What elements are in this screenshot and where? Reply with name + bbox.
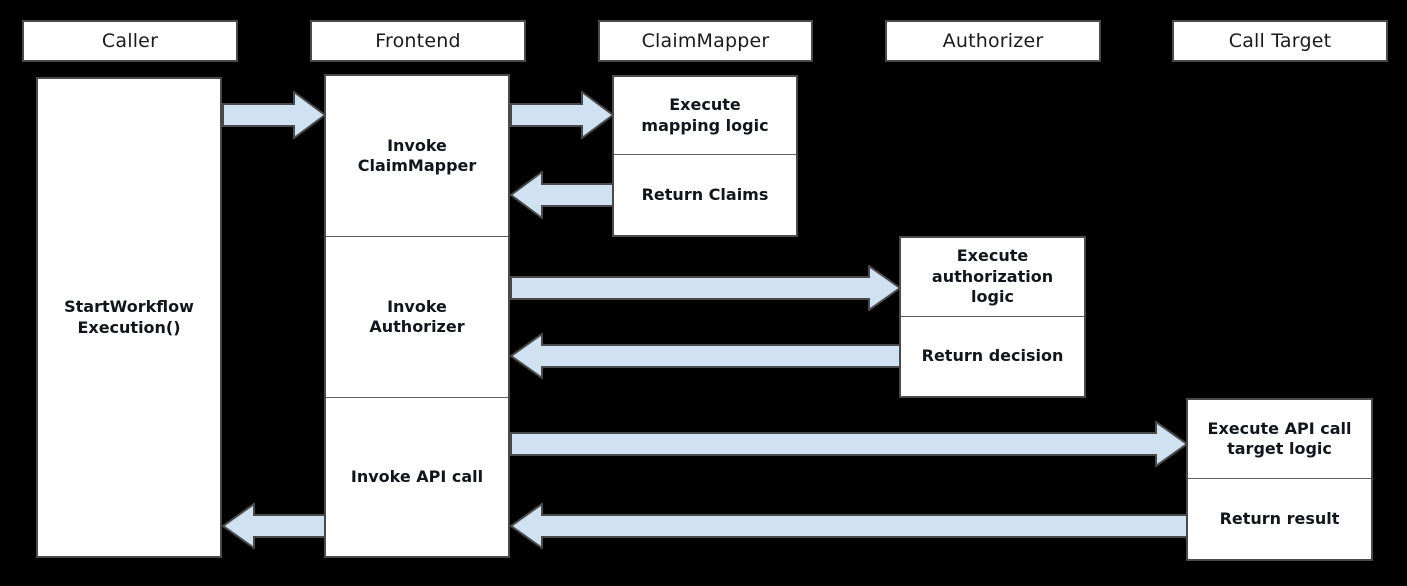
activation-segment-frontend-invoke-api-call[interactable]: Invoke API call bbox=[326, 398, 508, 556]
lifeline-header-calltarget-label: Call Target bbox=[1228, 30, 1332, 52]
message-arrow-claimmapper-to-frontend[interactable] bbox=[510, 171, 614, 219]
activation-segment-label: Return Claims bbox=[641, 184, 769, 204]
lifeline-header-caller[interactable]: Caller bbox=[22, 20, 238, 62]
message-arrow-frontend-to-claimmapper[interactable] bbox=[510, 91, 614, 139]
message-arrow-authorizer-to-frontend[interactable] bbox=[510, 333, 901, 379]
lifeline-header-claimmapper[interactable]: ClaimMapper bbox=[598, 20, 813, 62]
lifeline-header-authorizer[interactable]: Authorizer bbox=[885, 20, 1101, 62]
message-arrow-caller-to-frontend[interactable] bbox=[222, 91, 326, 139]
lifeline-header-claimmapper-label: ClaimMapper bbox=[641, 30, 770, 52]
message-arrow-frontend-to-calltarget[interactable] bbox=[510, 421, 1188, 467]
activation-segment-calltarget-return-result[interactable]: Return result bbox=[1188, 479, 1371, 559]
activation-segment-label: Return decision bbox=[921, 346, 1064, 366]
message-arrow-frontend-to-authorizer[interactable] bbox=[510, 265, 901, 311]
lifeline-header-calltarget[interactable]: Call Target bbox=[1172, 20, 1388, 62]
activation-segment-label: Invoke API call bbox=[350, 466, 484, 486]
activation-segment-claimmapper-return-claims[interactable]: Return Claims bbox=[614, 155, 796, 235]
lifeline-header-frontend[interactable]: Frontend bbox=[310, 20, 526, 62]
lifeline-header-caller-label: Caller bbox=[101, 30, 159, 52]
message-arrow-calltarget-to-frontend[interactable] bbox=[510, 503, 1188, 549]
lifeline-header-frontend-label: Frontend bbox=[375, 30, 461, 52]
activation-segment-authorizer-return-decision[interactable]: Return decision bbox=[901, 317, 1084, 396]
activation-segment-label: Return result bbox=[1219, 508, 1340, 528]
lifeline-header-authorizer-label: Authorizer bbox=[942, 30, 1044, 52]
message-arrow-frontend-to-caller[interactable] bbox=[222, 503, 326, 549]
